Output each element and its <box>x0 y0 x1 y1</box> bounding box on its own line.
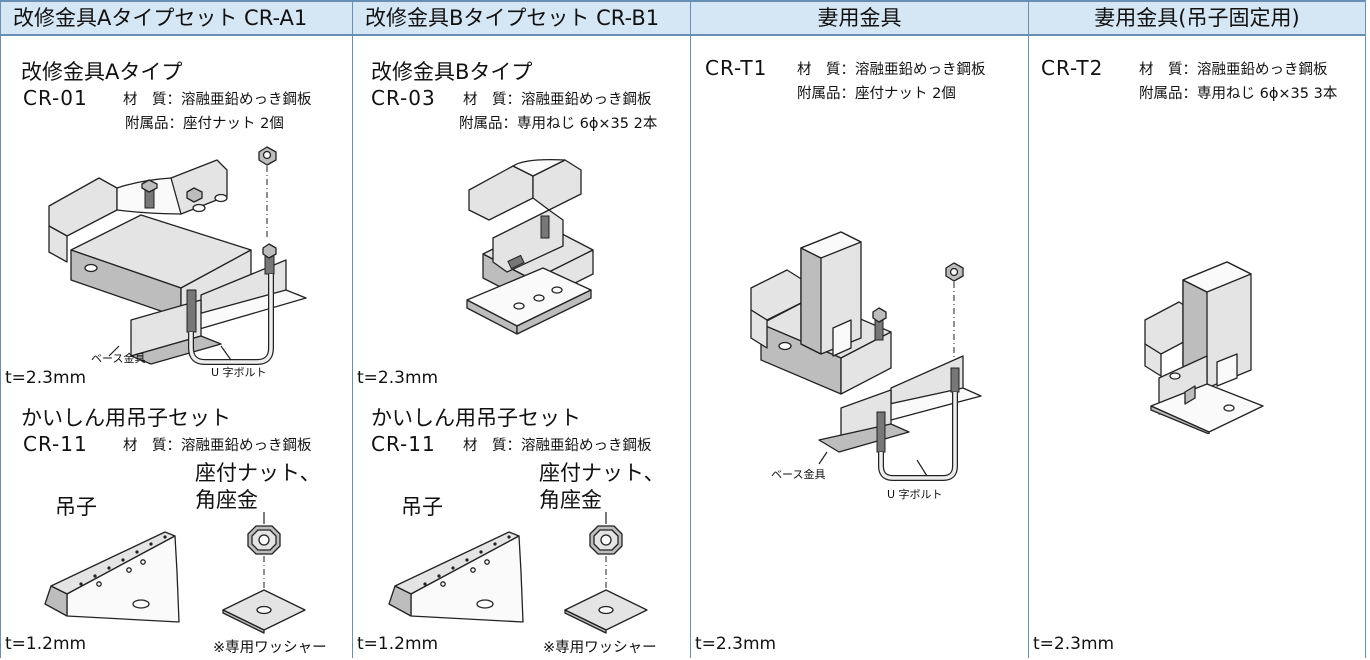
label-nut: 座付ナット、 <box>539 461 665 485</box>
sub-code: CR-11 <box>23 432 88 456</box>
washer-note: ※専用ワッシャー <box>543 640 657 656</box>
product-code: CR-T1 <box>705 56 768 80</box>
column-cr-t1: 妻用金具 CR-T1 材 質：溶融亜鉛めっき鋼板 附属品：座付ナット 2個 <box>690 0 1028 658</box>
label-u-bolt: U 字ボルト <box>211 366 267 379</box>
label-washer: 角座金 <box>539 488 602 512</box>
sub-thickness: t=1.2mm <box>357 634 439 654</box>
label-tsuriko: 吊子 <box>55 495 97 519</box>
column-cr-a1: 改修金具Aタイプセット CR-A1 改修金具Aタイプ CR-01 材 質：溶融亜… <box>0 0 352 658</box>
label-washer: 角座金 <box>195 488 258 512</box>
material-spec: 材 質：溶融亜鉛めっき鋼板 <box>463 92 652 108</box>
material-spec: 材 質：溶融亜鉛めっき鋼板 <box>123 92 312 108</box>
gable-bracket-illustration <box>750 231 982 481</box>
thickness: t=2.3mm <box>1033 634 1115 654</box>
accessory-spec: 附属品：専用ねじ 6ϕ×35 3本 <box>1139 86 1338 102</box>
product-code: CR-03 <box>371 86 436 110</box>
thickness: t=2.3mm <box>357 368 439 388</box>
bracket-b-illustration <box>466 158 594 335</box>
label-u-bolt: U 字ボルト <box>887 488 943 501</box>
label-tsuriko: 吊子 <box>401 495 443 519</box>
thickness: t=2.3mm <box>695 634 777 654</box>
product-title: 改修金具Aタイプ <box>21 60 183 84</box>
tsuriko-set-illustration <box>388 512 648 634</box>
column-header: 妻用金具 <box>691 0 1028 36</box>
material-spec: 材 質：溶融亜鉛めっき鋼板 <box>1139 62 1328 78</box>
bracket-a-illustration <box>48 146 307 365</box>
sub-title: かいしん用吊子セット <box>21 406 231 430</box>
accessory-spec: 附属品：座付ナット 2個 <box>797 86 956 102</box>
material-spec: 材 質：溶融亜鉛めっき鋼板 <box>797 62 986 78</box>
gable-clip-bracket-illustration <box>1144 261 1264 434</box>
accessory-spec: 附属品：専用ねじ 6ϕ×35 2本 <box>459 116 658 132</box>
label-base-bracket: ベース金具 <box>771 468 826 481</box>
accessory-spec: 附属品：座付ナット 2個 <box>125 116 284 132</box>
thickness: t=2.3mm <box>5 368 87 388</box>
product-code: CR-01 <box>23 86 88 110</box>
label-base-bracket: ベース金具 <box>91 352 146 365</box>
column-header: 妻用金具(吊子固定用) <box>1029 0 1365 36</box>
label-nut: 座付ナット、 <box>195 461 321 485</box>
sub-thickness: t=1.2mm <box>5 634 87 654</box>
tsuriko-set-illustration <box>44 512 306 634</box>
sub-code: CR-11 <box>371 432 436 456</box>
column-cr-b1: 改修金具Bタイプセット CR-B1 改修金具Bタイプ CR-03 材 質：溶融亜… <box>352 0 690 658</box>
column-cr-t2: 妻用金具(吊子固定用) CR-T2 材 質：溶融亜鉛めっき鋼板 附属品：専用ねじ… <box>1028 0 1366 658</box>
sub-title: かいしん用吊子セット <box>371 406 581 430</box>
product-title: 改修金具Bタイプ <box>371 60 533 84</box>
sub-material-spec: 材 質：溶融亜鉛めっき鋼板 <box>463 438 652 454</box>
column-header: 改修金具Bタイプセット CR-B1 <box>353 0 690 36</box>
washer-note: ※専用ワッシャー <box>213 640 327 656</box>
sub-material-spec: 材 質：溶融亜鉛めっき鋼板 <box>123 438 312 454</box>
column-header: 改修金具Aタイプセット CR-A1 <box>1 0 352 36</box>
product-code: CR-T2 <box>1041 56 1104 80</box>
